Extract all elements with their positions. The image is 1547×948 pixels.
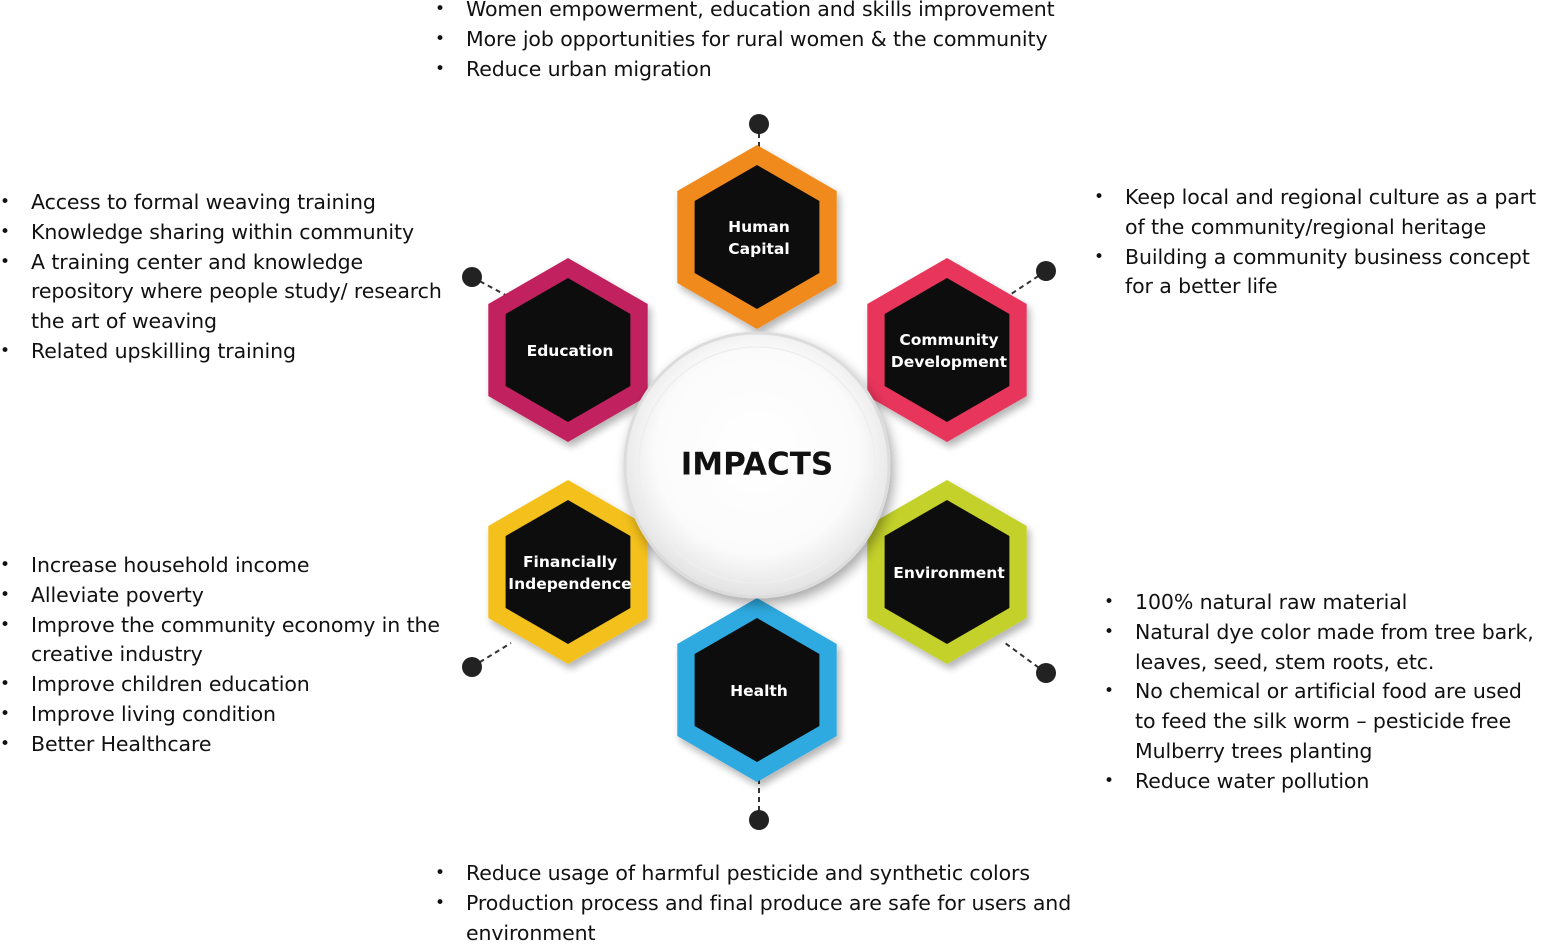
list-item: Knowledge sharing within community	[0, 218, 460, 248]
list-item: Production process and final produce are…	[435, 889, 1095, 948]
list-item: Access to formal weaving training	[0, 188, 460, 218]
hexagon-health	[677, 598, 837, 782]
community-development-connector-dot	[1036, 261, 1056, 281]
community-development-impacts-list: Keep local and regional culture as a par…	[1094, 183, 1544, 302]
human-capital-label: Capital	[728, 240, 789, 258]
list-item: Alleviate poverty	[0, 581, 460, 611]
education-label: Education	[527, 342, 614, 360]
list-item: Reduce usage of harmful pesticide and sy…	[435, 859, 1095, 889]
list-item: Building a community business concept fo…	[1094, 243, 1544, 303]
human-capital-connector-dot	[749, 114, 769, 134]
center-title: IMPACTS	[681, 447, 833, 483]
education-connector-dot	[462, 267, 482, 287]
list-item: Reduce urban migration	[435, 55, 1095, 85]
hexagon-financially-independence	[488, 480, 648, 664]
list-item: A training center and knowledge reposito…	[0, 248, 460, 337]
list-item: 100% natural raw material	[1104, 588, 1547, 618]
environment-hexagon-core	[884, 500, 1010, 644]
education-impacts-list: Access to formal weaving trainingKnowled…	[0, 188, 460, 367]
hexagon-environment	[867, 480, 1027, 664]
education-hexagon-core	[505, 278, 631, 422]
connector-lines	[462, 114, 1056, 830]
financially-independence-label: Independence	[508, 575, 631, 593]
hexagon-ring: HumanCapitalCommunityDevelopmentEnvironm…	[488, 145, 1027, 782]
health-impacts-list: Reduce usage of harmful pesticide and sy…	[435, 859, 1095, 948]
community-development-connector-line	[1004, 270, 1047, 299]
hexagon-education	[488, 258, 648, 442]
human-capital-impacts-list: Women empowerment, education and skills …	[435, 0, 1095, 84]
hexagon-human-capital	[677, 145, 837, 329]
health-connector-dot	[749, 810, 769, 830]
environment-label: Environment	[893, 564, 1005, 582]
list-item: Improve living condition	[0, 700, 460, 730]
health-label: Health	[730, 682, 788, 700]
human-capital-label: Human	[728, 218, 790, 236]
list-item: Related upskilling training	[0, 337, 460, 367]
list-item: Better Healthcare	[0, 730, 460, 760]
community-development-label: Community	[899, 331, 998, 349]
community-development-label: Development	[891, 353, 1008, 371]
list-item: Increase household income	[0, 551, 460, 581]
center-circle	[623, 331, 891, 599]
human-capital-hexagon-core	[694, 165, 820, 309]
health-hexagon-core	[694, 618, 820, 762]
financially-independence-connector-line	[471, 642, 512, 668]
hexagon-community-development	[867, 258, 1027, 442]
financially-independence-label: Financially	[523, 553, 617, 571]
financially-independence-connector-dot	[462, 657, 482, 677]
list-item: Natural dye color made from tree bark, l…	[1104, 618, 1547, 678]
financial-independence-impacts-list: Increase household incomeAlleviate pover…	[0, 551, 460, 760]
list-item: Keep local and regional culture as a par…	[1094, 183, 1544, 243]
financially-independence-hexagon-core	[505, 500, 631, 644]
community-development-hexagon-core	[884, 278, 1010, 422]
education-connector-line	[471, 276, 512, 299]
list-item: Reduce water pollution	[1104, 767, 1547, 797]
list-item: Improve the community economy in the cre…	[0, 611, 460, 671]
environment-connector-dot	[1036, 663, 1056, 683]
list-item: Women empowerment, education and skills …	[435, 0, 1095, 25]
list-item: Improve children education	[0, 670, 460, 700]
list-item: No chemical or artificial food are used …	[1104, 677, 1547, 766]
list-item: More job opportunities for rural women &…	[435, 25, 1095, 55]
environment-impacts-list: 100% natural raw materialNatural dye col…	[1104, 588, 1547, 797]
